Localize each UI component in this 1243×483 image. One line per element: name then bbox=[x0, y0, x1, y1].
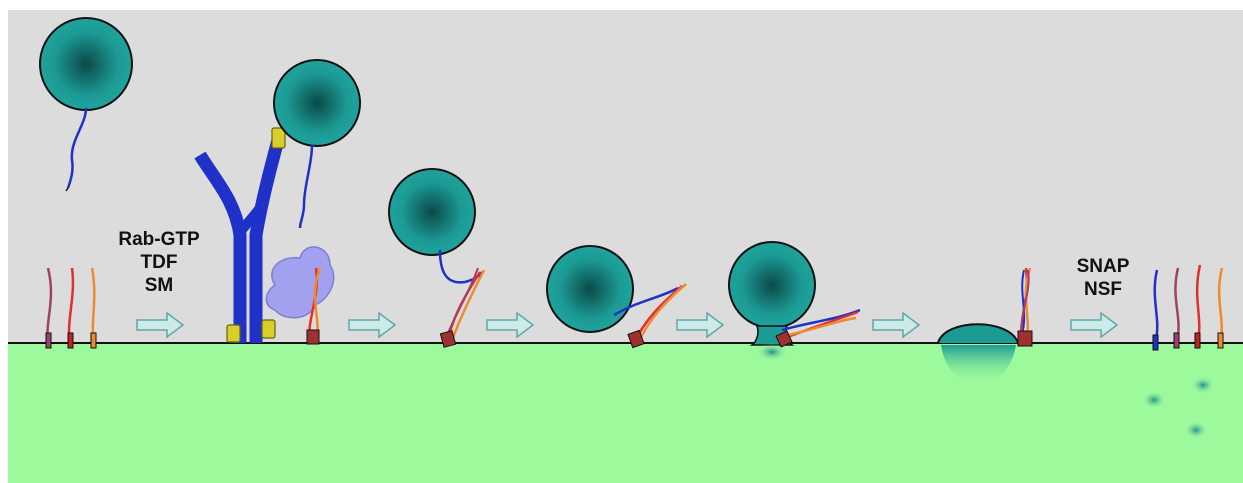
vesicle-icon bbox=[388, 168, 476, 256]
vesicle-icon bbox=[728, 241, 816, 329]
t-snare-group-icon bbox=[45, 267, 97, 349]
vesicle-icon bbox=[273, 59, 361, 147]
content-release-icon bbox=[941, 345, 1016, 385]
free-snares-icon bbox=[1152, 264, 1224, 351]
label-sm: SM bbox=[144, 275, 174, 296]
v-snare-icon bbox=[298, 144, 314, 229]
snare-bundle-icon bbox=[775, 308, 861, 348]
fused-vesicle-icon bbox=[937, 323, 1019, 344]
released-cargo-icon bbox=[1191, 376, 1215, 394]
released-cargo-icon bbox=[1184, 421, 1208, 439]
lumen-region bbox=[8, 343, 1243, 483]
rab-gtp-icon bbox=[261, 319, 276, 339]
v-snare-icon bbox=[66, 107, 88, 189]
label-tdf: TDF bbox=[140, 252, 178, 273]
cis-snare-complex-icon bbox=[1017, 267, 1033, 347]
released-cargo-icon bbox=[1142, 391, 1166, 409]
final-step-labels: SNAP NSF bbox=[1058, 255, 1148, 301]
snare-bundle-icon bbox=[439, 267, 486, 348]
snare-bundle-icon bbox=[613, 283, 687, 349]
rab-gtp-icon bbox=[271, 127, 286, 149]
vesicle-icon bbox=[39, 17, 133, 111]
step1-labels: Rab-GTP TDF SM bbox=[100, 228, 218, 297]
label-snap: SNAP bbox=[1076, 256, 1130, 277]
tethering-factor-icon bbox=[194, 138, 285, 343]
vesicle-icon bbox=[546, 245, 634, 333]
label-nsf: NSF bbox=[1084, 279, 1122, 300]
snare-bundle-icon bbox=[306, 267, 322, 345]
rab-gtp-icon bbox=[226, 324, 241, 343]
label-rab-gtp: Rab-GTP bbox=[118, 229, 200, 250]
sm-protein-icon bbox=[265, 246, 335, 319]
